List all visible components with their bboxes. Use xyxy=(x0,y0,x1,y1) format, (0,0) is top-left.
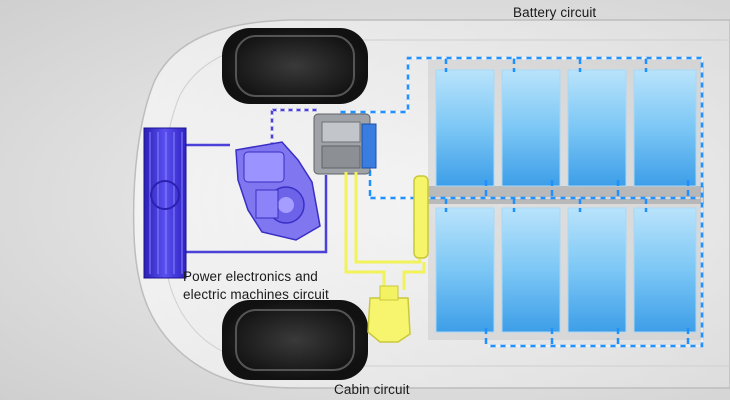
battery-cell xyxy=(501,69,561,187)
battery-cell xyxy=(567,69,627,187)
battery-cell xyxy=(567,207,627,333)
battery-cells-bottom-row xyxy=(435,207,697,333)
cabin-heat-exchanger xyxy=(413,175,429,259)
battery-pack xyxy=(428,60,704,340)
battery-cell xyxy=(633,69,697,187)
battery-cell xyxy=(501,207,561,333)
power-label-line-2: electric machines circuit xyxy=(183,287,329,302)
battery-cell xyxy=(435,69,495,187)
power-electronics-module xyxy=(313,113,377,175)
power-electronics-circuit-label: Power electronics and electric machines … xyxy=(183,268,329,304)
electric-motor xyxy=(235,141,321,241)
battery-cell xyxy=(435,207,495,333)
front-right-tire xyxy=(222,300,368,380)
front-left-tire xyxy=(222,28,368,104)
cabin-circuit-label: Cabin circuit xyxy=(334,382,410,397)
radiator xyxy=(143,127,187,279)
cabin-hvac-unit xyxy=(367,285,411,343)
battery-circuit-label: Battery circuit xyxy=(513,5,597,20)
battery-cell xyxy=(633,207,697,333)
battery-cells-top-row xyxy=(435,69,697,187)
power-label-line-1: Power electronics and xyxy=(183,269,318,284)
